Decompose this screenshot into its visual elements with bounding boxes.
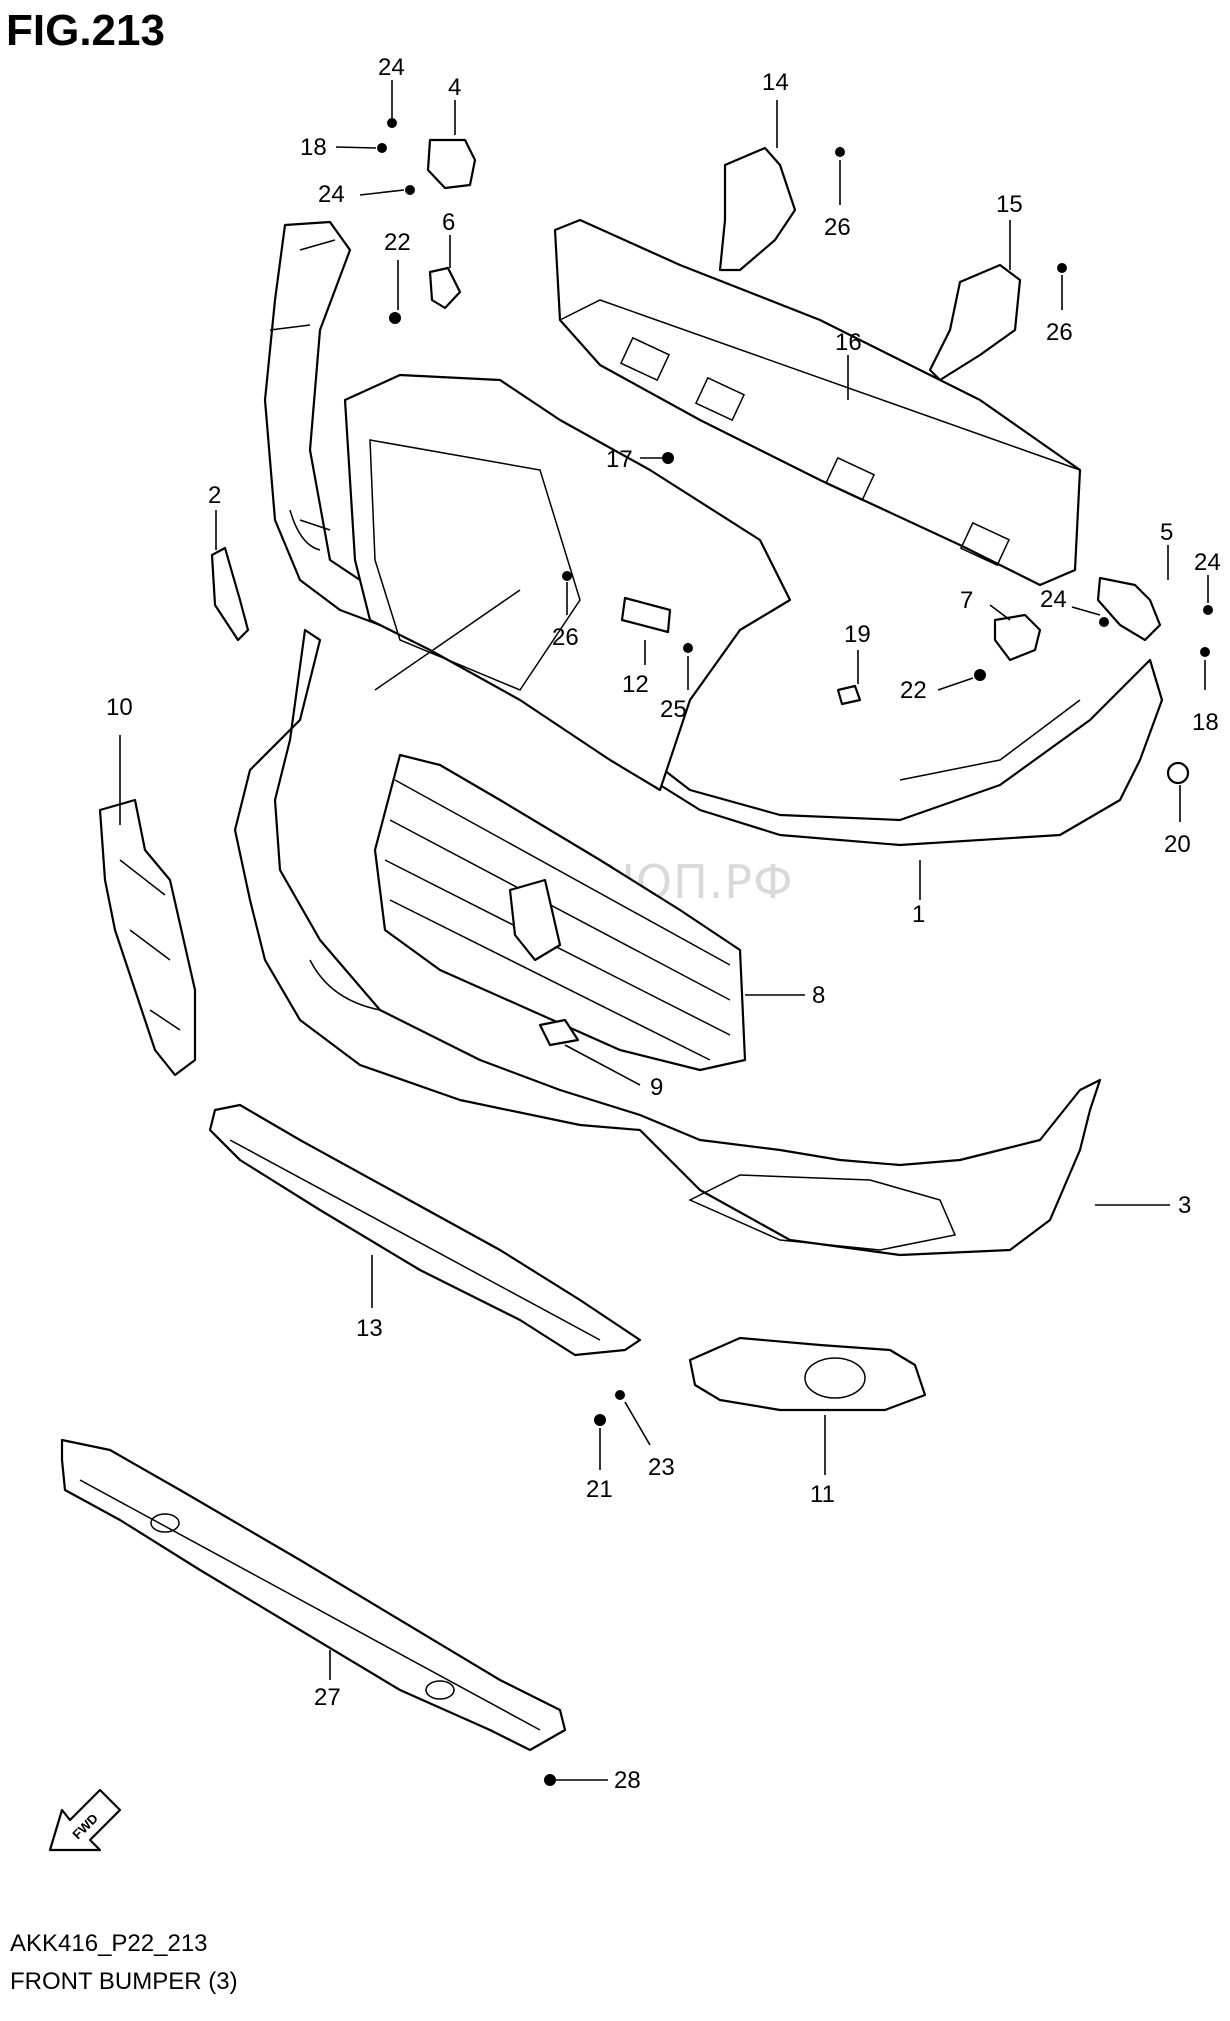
callout-26b: 26 <box>1046 319 1073 346</box>
callout-12: 12 <box>622 671 649 698</box>
part-15-bracket <box>928 263 1022 382</box>
callout-2: 2 <box>208 482 221 509</box>
bolt-22b-icon <box>974 669 986 681</box>
fasteners <box>377 118 1213 1786</box>
callout-22a: 22 <box>384 229 411 256</box>
figure-code: AKK416_P22_213 <box>10 1930 208 1957</box>
callout-23: 23 <box>648 1454 675 1481</box>
part-3-lower-bumper <box>233 628 1102 1257</box>
screw-18b-icon <box>1200 647 1210 657</box>
screw-18a-icon <box>377 143 387 153</box>
fwd-arrow-icon: FWD <box>48 1788 122 1852</box>
callout-9: 9 <box>650 1074 663 1101</box>
callout-18a: 18 <box>300 134 327 161</box>
screw-26a-icon <box>835 147 845 157</box>
callout-24c: 24 <box>1040 586 1067 613</box>
part-20-fastener <box>1166 761 1190 785</box>
part-16-absorber <box>553 218 1082 587</box>
callout-16: 16 <box>835 329 862 356</box>
part-13-reinforcement <box>208 1103 642 1357</box>
part-12-plate <box>620 596 672 634</box>
callout-8: 8 <box>812 982 825 1009</box>
callout-10: 10 <box>106 694 133 721</box>
callout-14: 14 <box>762 69 789 96</box>
callout-24d: 24 <box>1194 549 1221 576</box>
bolt-21-icon <box>594 1414 606 1426</box>
callout-28: 28 <box>614 1767 641 1794</box>
callout-15: 15 <box>996 191 1023 218</box>
callout-4: 4 <box>448 74 461 101</box>
callout-21: 21 <box>586 1476 613 1503</box>
callout-20: 20 <box>1164 831 1191 858</box>
callout-11: 11 <box>810 1481 835 1508</box>
part-11-fog-cover <box>688 1336 927 1412</box>
part-2-clip <box>210 546 250 642</box>
part-19-nut <box>836 684 862 706</box>
callout-3: 3 <box>1178 1192 1191 1219</box>
callout-7: 7 <box>960 587 973 614</box>
callouts: 24 4 18 24 22 6 14 26 15 26 16 2 17 26 1… <box>106 54 1221 1794</box>
callout-27: 27 <box>314 1684 341 1711</box>
leader-lines <box>119 80 1209 1781</box>
callout-6: 6 <box>442 209 455 236</box>
callout-25: 25 <box>660 696 687 723</box>
callout-24b: 24 <box>318 181 345 208</box>
screw-26c-icon <box>562 571 572 581</box>
callout-26a: 26 <box>824 214 851 241</box>
part-27-lower-member <box>60 1438 567 1752</box>
callout-26c: 26 <box>552 624 579 651</box>
screw-26b-icon <box>1057 263 1067 273</box>
part-4-bracket <box>426 138 477 190</box>
screw-24a-icon <box>387 118 397 128</box>
bolt-22a-icon <box>389 312 401 324</box>
callout-1: 1 <box>912 901 925 928</box>
callout-22b: 22 <box>900 677 927 704</box>
part-7-bracket <box>993 613 1042 662</box>
callout-19: 19 <box>844 621 871 648</box>
figure-name: FRONT BUMPER (3) <box>10 1968 238 1995</box>
figure-title: FIG.213 <box>6 6 165 55</box>
part-1-bumper-cover <box>263 220 1164 847</box>
bolt-17-icon <box>662 452 674 464</box>
screw-23-icon <box>615 1390 625 1400</box>
screw-25-icon <box>683 643 693 653</box>
part-6-bracket <box>428 266 462 310</box>
callout-13: 13 <box>356 1315 383 1342</box>
screw-24d-icon <box>1203 605 1213 615</box>
part-8-grille <box>373 753 747 1072</box>
part-10-side-bracket <box>98 798 197 1077</box>
callout-24a: 24 <box>378 54 405 81</box>
part-5-bracket <box>1096 576 1162 642</box>
callout-18b: 18 <box>1192 709 1219 736</box>
part-9-clip <box>538 1018 580 1047</box>
screw-24b-icon <box>405 185 415 195</box>
callout-17: 17 <box>606 446 633 473</box>
part-14-bracket <box>718 146 797 272</box>
callout-5: 5 <box>1160 519 1173 546</box>
screw-24c-icon <box>1099 617 1109 627</box>
bolt-28-icon <box>544 1774 556 1786</box>
